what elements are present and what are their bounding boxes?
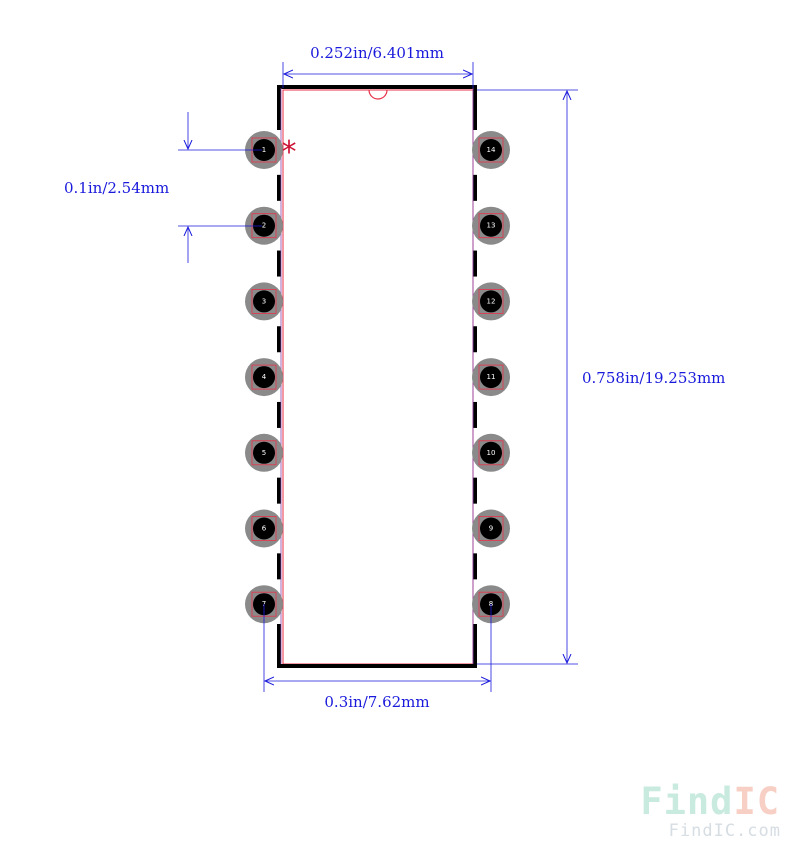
pad-hole [253,366,275,389]
pad-hole [480,139,502,161]
pad-hole [253,290,275,313]
pin-number: 5 [262,449,266,457]
dimension-row-spacing: 0.3in/7.62mm [263,604,492,711]
pad-courtyard [478,137,504,163]
pin-number: 12 [487,297,496,305]
pin-number: 10 [487,449,496,457]
watermark-logo-find: Find [640,780,733,823]
pad-hole [480,441,502,464]
pad-5: 5 [245,433,283,472]
pad-13: 13 [472,206,510,245]
pin-pitch-label: 0.1in/2.54mm [64,179,169,197]
dimension-body-width: 0.252in/6.401mm [282,44,474,88]
pad-hole [253,139,275,161]
watermark-logo: FindIC [640,780,780,823]
dimension-pin-pitch: 0.1in/2.54mm [64,112,262,263]
pad-9: 9 [472,509,510,548]
watermark-logo-ic: IC [733,780,780,823]
pad-courtyard [251,440,277,466]
pad-courtyard [251,516,277,541]
pin1-notch-arc [368,89,388,100]
pin-number: 6 [262,525,267,533]
pad-courtyard [478,213,504,239]
pin-number: 14 [487,146,496,154]
pad-hole [480,290,502,313]
pad-courtyard [478,440,504,466]
pin-number: 9 [489,525,493,533]
courtyard-outline [282,89,474,665]
body-width-label: 0.252in/6.401mm [310,44,444,62]
pad-2: 2 [245,206,283,245]
dimension-body-length: 0.758in/19.253mm [477,89,725,665]
pad-6: 6 [245,509,283,548]
pad-courtyard [478,364,504,390]
pin-number: 4 [262,373,267,381]
pin-number: 2 [262,222,266,230]
pad-hole [480,214,502,237]
pad-12: 12 [472,282,510,321]
body-edges [280,88,474,664]
pin-number: 11 [487,373,496,381]
pad-courtyard [251,288,277,314]
pin-number: 13 [487,222,496,230]
pin-number: 1 [262,146,266,154]
pad-hole [480,517,502,540]
pad-hole [253,214,275,237]
pad-11: 11 [472,358,510,397]
pad-courtyard [478,288,504,314]
watermark-url: FindIC.com [669,821,781,841]
pin-number: 3 [262,297,266,305]
pad-hole [253,441,275,464]
pad-courtyard [478,516,504,541]
pad-hole [480,366,502,389]
pad-3: 3 [245,282,283,321]
body-silkscreen [277,85,477,668]
pad-courtyard [251,364,277,390]
pin1-marker: * [282,135,297,170]
findic-watermark: FindIC FindIC.com [640,780,781,841]
pad-array: 1234567141312111098 [245,131,510,624]
pad-4: 4 [245,358,283,397]
row-spacing-label: 0.3in/7.62mm [324,693,429,711]
pad-1: 1 [245,131,283,169]
body-length-label: 0.758in/19.253mm [582,369,725,387]
pad-14: 14 [472,131,510,169]
pad-hole [253,517,275,540]
pad-10: 10 [472,433,510,472]
